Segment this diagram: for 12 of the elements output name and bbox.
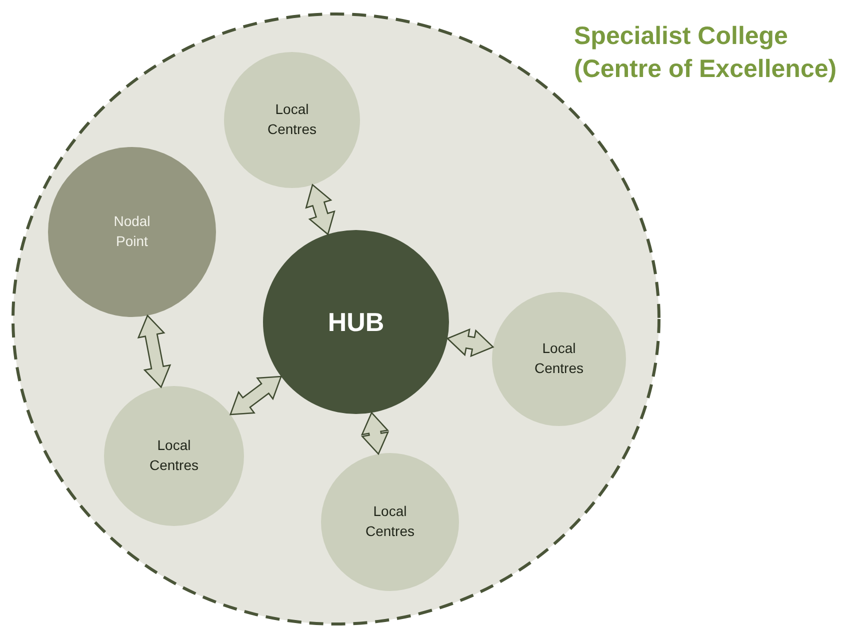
double-arrow	[305, 184, 336, 236]
node-label: Local Centres	[266, 100, 318, 139]
node-label: Nodal Point	[112, 212, 152, 251]
hub-label: HUB	[328, 306, 384, 339]
double-arrow	[446, 328, 494, 358]
double-arrow	[229, 376, 282, 416]
double-arrow	[137, 314, 172, 388]
node-label: Local Centres	[148, 436, 200, 475]
double-arrow	[360, 412, 390, 456]
node-label: Local Centres	[364, 502, 416, 541]
title-heading: Specialist College (Centre of Excellence)	[574, 21, 838, 84]
node-label: Local Centres	[533, 339, 585, 378]
